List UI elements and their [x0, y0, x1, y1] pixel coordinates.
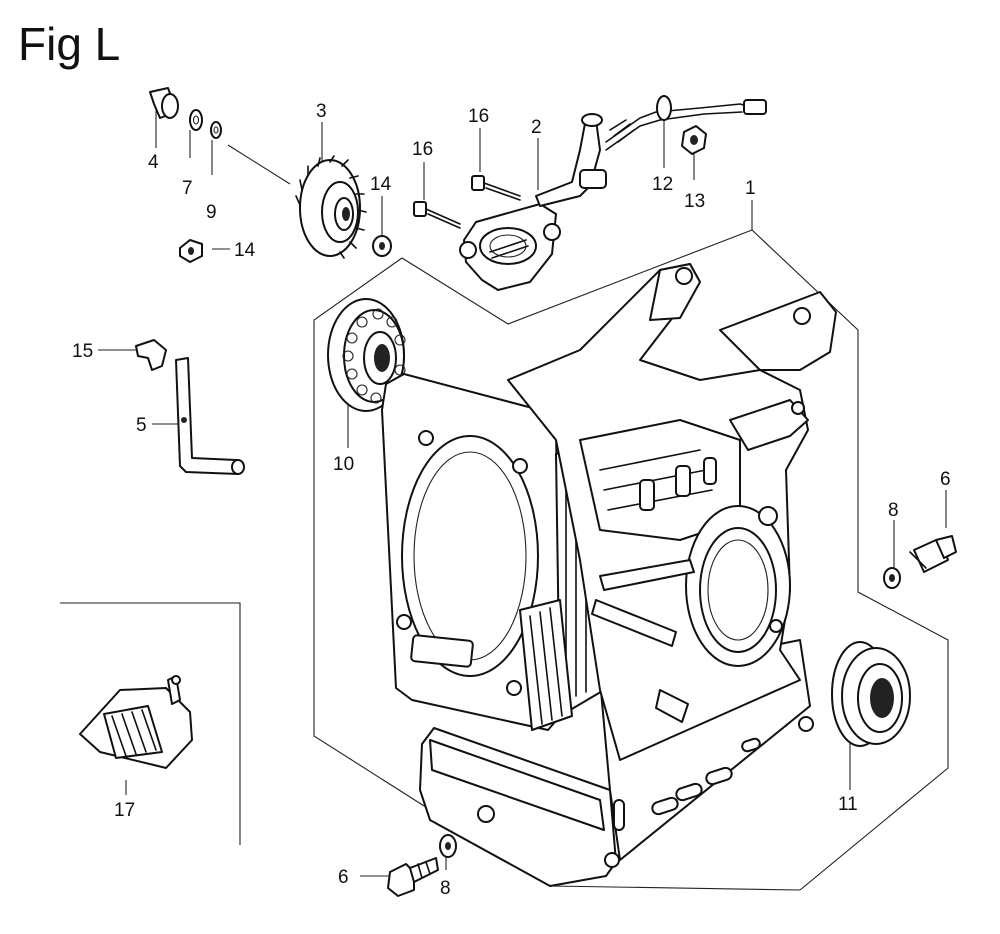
callout-8-bottom: 8 [440, 878, 451, 899]
callout-1: 1 [745, 178, 756, 199]
callout-6-right: 6 [940, 469, 951, 490]
callout-9: 9 [206, 202, 217, 223]
part-12-grommet [656, 95, 672, 121]
part-8-washer-right [883, 567, 901, 589]
callout-5: 5 [136, 415, 147, 436]
part-17-guide [79, 675, 193, 769]
callout-8-right: 8 [888, 500, 899, 521]
callout-15: 15 [72, 341, 93, 362]
figure-title: Fig L [18, 18, 120, 70]
callout-4: 4 [148, 152, 159, 173]
callout-14-left: 14 [234, 240, 256, 261]
part-16-bolt-b [413, 201, 461, 229]
callout-17: 17 [114, 800, 135, 821]
part-7-washer [189, 109, 203, 131]
part-5-rod [175, 357, 245, 475]
part-16-bolt-a [471, 175, 521, 201]
part-6-bolt-right [909, 535, 957, 573]
part-10-bearing [327, 298, 406, 412]
callout-7: 7 [182, 178, 193, 199]
part-9-washer [210, 121, 222, 139]
part-2-breather-pipe [459, 99, 767, 291]
callout-labels: 1 2 3 4 5 6 6 7 8 8 9 10 11 12 13 14 14 … [72, 101, 951, 899]
callout-12: 12 [652, 174, 673, 195]
callout-16-a: 16 [468, 106, 489, 127]
part-6-bolt-bottom [387, 857, 439, 897]
part-11-oil-seal [831, 641, 911, 747]
callout-14-top: 14 [370, 174, 392, 195]
callout-13: 13 [684, 191, 705, 212]
part-3-governor-gear [295, 155, 367, 259]
part-1-crankcase [381, 263, 837, 887]
callout-6-bottom: 6 [338, 867, 349, 888]
callout-10: 10 [333, 454, 354, 475]
callout-16-b: 16 [412, 139, 433, 160]
part-15-clip [135, 339, 167, 371]
part-14-washer-top [372, 235, 392, 257]
part-14-nut-left [179, 239, 203, 263]
callout-3: 3 [316, 101, 327, 122]
part-4-pin [149, 87, 179, 119]
callout-2: 2 [531, 117, 542, 138]
part-8-washer-bottom [439, 834, 457, 858]
part-13-nut [681, 125, 707, 155]
callout-11: 11 [838, 794, 858, 815]
